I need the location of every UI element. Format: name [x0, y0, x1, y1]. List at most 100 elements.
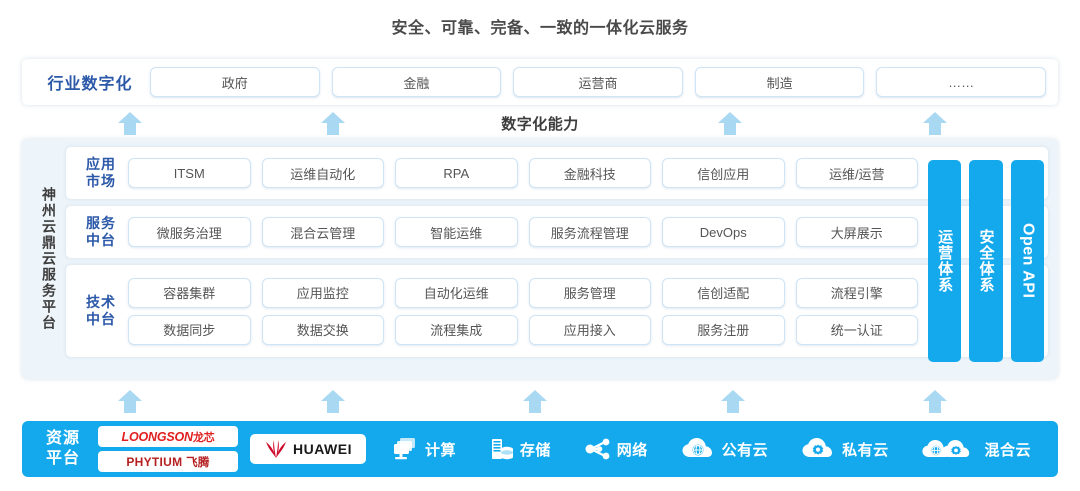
- cell-process-integration[interactable]: 流程集成: [395, 314, 518, 345]
- resource-label-line1: 资源: [45, 430, 80, 447]
- tech-row-1: 容器集群 应用监控 自动化运维 服务管理 信创适配 流程引擎: [128, 277, 918, 308]
- up-arrow-icon: [320, 110, 346, 136]
- resource-band-label: 资源 平台: [32, 429, 94, 469]
- resource-item-public-cloud-label: 公有云: [721, 441, 769, 459]
- resource-item-network-label: 网络: [616, 441, 648, 459]
- industry-item-more[interactable]: ……: [876, 67, 1046, 97]
- up-arrow-icon: [717, 110, 743, 136]
- cell-itsm[interactable]: ITSM: [128, 158, 251, 188]
- cell-service-registry[interactable]: 服务注册: [662, 314, 785, 345]
- chip-logo-stack: LOONGSON龙芯 PHYTIUM 飞腾: [98, 426, 238, 472]
- industry-items: 政府 金融 运营商 制造 ……: [150, 67, 1050, 97]
- cell-app-access[interactable]: 应用接入: [528, 314, 651, 345]
- cell-fintech[interactable]: 金融科技: [528, 158, 651, 188]
- cell-microservice-governance[interactable]: 微服务治理: [128, 217, 251, 247]
- platform-body: 应用 市场 ITSM 运维自动化 RPA 金融科技 信创应用 运维/运营 服务 …: [66, 147, 1048, 371]
- huawei-logo: HUAWEI: [250, 434, 366, 464]
- resource-item-storage-label: 存储: [519, 441, 551, 459]
- cell-ops-operations[interactable]: 运维/运营: [795, 158, 918, 188]
- up-arrow-icon: [720, 388, 746, 414]
- up-arrow-icon: [320, 388, 346, 414]
- cell-automated-ops[interactable]: 自动化运维: [395, 277, 518, 308]
- industry-digitalization-band: 行业数字化 政府 金融 运营商 制造 ……: [22, 59, 1058, 105]
- cell-data-exchange[interactable]: 数据交换: [261, 314, 384, 345]
- row-label-line2: 中台: [86, 311, 116, 327]
- vbar-security-system[interactable]: 安全体系: [969, 160, 1003, 362]
- resource-item-hybrid-cloud[interactable]: 混合云: [922, 437, 1031, 461]
- up-arrow-icon: [522, 388, 548, 414]
- phytium-cn: 飞腾: [186, 456, 210, 469]
- row-tech-midplatform: 技术 中台 容器集群 应用监控 自动化运维 服务管理 信创适配 流程引擎 数据同…: [66, 265, 1048, 357]
- cloud-service-platform: 神州云鼎云服务平台 应用 市场 ITSM 运维自动化 RPA 金融科技 信创应用…: [22, 139, 1058, 379]
- cell-app-monitoring[interactable]: 应用监控: [261, 277, 384, 308]
- row-service-midplatform-items: 微服务治理 混合云管理 智能运维 服务流程管理 DevOps 大屏展示: [128, 217, 1040, 247]
- row-label-line2: 市场: [86, 173, 116, 189]
- public-cloud-icon: [682, 438, 712, 457]
- up-arrow-icon: [922, 110, 948, 136]
- cell-hybrid-cloud-management[interactable]: 混合云管理: [261, 217, 384, 247]
- resource-items: 计算 存储: [376, 437, 1048, 461]
- row-label-line2: 中台: [86, 232, 116, 248]
- resource-label-line2: 平台: [45, 450, 80, 467]
- vertical-bars: 运营体系 安全体系 Open API: [928, 160, 1044, 362]
- cell-ops-automation[interactable]: 运维自动化: [261, 158, 384, 188]
- cell-xinchuang-app[interactable]: 信创应用: [662, 158, 785, 188]
- storage-icon: [491, 439, 513, 460]
- loongson-cn: 龙芯: [192, 431, 215, 444]
- vbar-operations-system[interactable]: 运营体系: [928, 160, 962, 362]
- resource-item-compute[interactable]: 计算: [393, 437, 456, 461]
- resource-item-compute-label: 计算: [424, 441, 456, 459]
- phytium-logo: PHYTIUM 飞腾: [98, 451, 238, 472]
- cell-xinchuang-adaptation[interactable]: 信创适配: [662, 277, 785, 308]
- resource-platform-band: 资源 平台 LOONGSON龙芯 PHYTIUM 飞腾 HUAWEI: [22, 421, 1058, 477]
- up-arrow-icon: [922, 388, 948, 414]
- industry-item-telecom[interactable]: 运营商: [513, 67, 683, 97]
- cell-rpa[interactable]: RPA: [395, 158, 518, 188]
- cell-process-engine[interactable]: 流程引擎: [795, 277, 918, 308]
- phytium-latin: PHYTIUM: [126, 454, 183, 469]
- digital-capability-caption: 数字化能力: [501, 116, 579, 133]
- network-icon: [585, 438, 610, 460]
- row-service-midplatform: 服务 中台 微服务治理 混合云管理 智能运维 服务流程管理 DevOps 大屏展…: [66, 206, 1048, 258]
- resource-item-network[interactable]: 网络: [585, 437, 648, 461]
- row-label-line1: 技术: [86, 294, 116, 310]
- row-app-market: 应用 市场 ITSM 运维自动化 RPA 金融科技 信创应用 运维/运营: [66, 147, 1048, 199]
- hybrid-cloud-icon: [922, 440, 970, 457]
- huawei-flower-icon: [266, 440, 286, 458]
- row-app-market-items: ITSM 运维自动化 RPA 金融科技 信创应用 运维/运营: [128, 158, 1040, 188]
- row-service-midplatform-label: 服务 中台: [74, 215, 128, 249]
- cell-service-process-management[interactable]: 服务流程管理: [528, 217, 651, 247]
- loongson-latin: LOONGSON: [121, 429, 194, 444]
- row-app-market-label: 应用 市场: [74, 156, 128, 190]
- tech-row-2: 数据同步 数据交换 流程集成 应用接入 服务注册 统一认证: [128, 314, 918, 345]
- compute-icon: [393, 438, 415, 460]
- industry-item-finance[interactable]: 金融: [331, 67, 502, 97]
- cell-data-sync[interactable]: 数据同步: [128, 314, 251, 345]
- cell-service-management[interactable]: 服务管理: [528, 277, 651, 308]
- platform-vertical-label: 神州云鼎云服务平台: [41, 187, 57, 331]
- industry-band-label: 行业数字化: [47, 76, 133, 93]
- resource-item-private-cloud-label: 私有云: [842, 441, 889, 459]
- resource-item-private-cloud[interactable]: 私有云: [802, 437, 889, 461]
- vbar-open-api[interactable]: Open API: [1010, 160, 1044, 362]
- resource-item-public-cloud[interactable]: 公有云: [682, 437, 769, 461]
- cell-container-cluster[interactable]: 容器集群: [128, 277, 251, 308]
- row-tech-midplatform-label: 技术 中台: [74, 294, 128, 328]
- industry-item-government[interactable]: 政府: [150, 67, 320, 97]
- cell-unified-auth[interactable]: 统一认证: [795, 314, 918, 345]
- cell-devops[interactable]: DevOps: [662, 217, 785, 247]
- up-arrow-icon: [117, 388, 143, 414]
- loongson-logo: LOONGSON龙芯: [98, 426, 238, 447]
- page-title: 安全、可靠、完备、一致的一体化云服务: [391, 20, 689, 37]
- resource-item-hybrid-cloud-label: 混合云: [984, 441, 1031, 459]
- cell-intelligent-ops[interactable]: 智能运维: [395, 217, 518, 247]
- industry-item-manufacturing[interactable]: 制造: [694, 67, 865, 97]
- huawei-wordmark: HUAWEI: [293, 441, 352, 457]
- cell-big-screen-display[interactable]: 大屏展示: [795, 217, 918, 247]
- resource-item-storage[interactable]: 存储: [490, 437, 551, 461]
- up-arrow-icon: [117, 110, 143, 136]
- row-tech-midplatform-items: 容器集群 应用监控 自动化运维 服务管理 信创适配 流程引擎 数据同步 数据交换…: [128, 277, 1040, 345]
- row-label-line1: 应用: [86, 156, 116, 172]
- private-cloud-icon: [802, 438, 833, 457]
